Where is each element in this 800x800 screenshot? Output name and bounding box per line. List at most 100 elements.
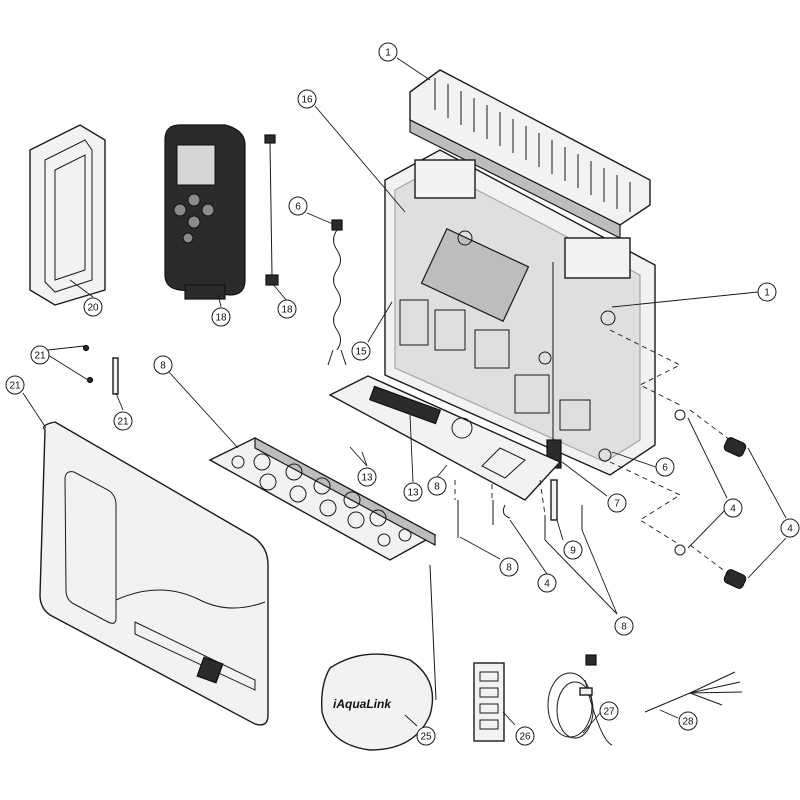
callout-label: 21 [117,417,129,428]
callout-label: 1 [764,288,770,299]
callout-label: 18 [215,313,227,324]
callout-circle [5,375,25,395]
circuit-board-part-26 [473,662,505,742]
callout-label: 8 [506,563,512,574]
antenna-part-25: iAquaLink [320,564,437,751]
callout-c9: 9 [563,540,583,560]
callout-label: 4 [544,579,550,590]
assembly-lines [454,329,731,576]
callout-c27: 27 [599,701,619,721]
callout-circle [723,498,743,518]
cable-coil-part-27 [547,654,613,746]
callout-c18-left: 18 [211,307,231,327]
callout-c28: 28 [678,711,698,731]
callout-c4-c: 4 [537,573,557,593]
callout-circle [563,540,583,560]
callout-label: 13 [361,473,373,484]
callout-circle [655,457,675,477]
callout-label: 6 [295,202,301,213]
ribbon-cable-part-18 [264,134,279,286]
callout-c21-cover: 21 [5,375,25,395]
main-enclosure [384,149,656,476]
aqualink-logo-text: iAquaLink [333,697,392,711]
callout-circle [427,476,447,496]
callout-c15: 15 [351,341,371,361]
callout-c21-top: 21 [30,345,50,365]
callout-circle [537,573,557,593]
callouts: 1 16 6 20 18 18 15 1 21 21 8 21 13 13 8 6 7 4 4 9 8 4 8 25 26 27 2… [5,42,800,746]
callout-label: 18 [281,305,293,316]
callout-label: 15 [355,347,367,358]
callout-c7: 7 [607,493,627,513]
callout-label: 21 [34,351,46,362]
callout-label: 20 [87,303,99,314]
callout-circle [288,196,308,216]
bezel-frame-part-20 [29,124,106,306]
callout-c4-b: 4 [780,518,800,538]
callout-label: 21 [9,381,21,392]
callout-circle [416,726,436,746]
callout-label: 25 [420,732,432,743]
callout-label: 26 [519,732,531,743]
callout-label: 4 [787,524,793,535]
callout-c6-right: 6 [655,457,675,477]
callout-c13-b: 13 [403,482,423,502]
wires-part-28 [644,671,743,713]
callout-circle [607,493,627,513]
callout-circle [113,411,133,431]
callout-c1-right: 1 [757,282,777,302]
callout-circle [30,345,50,365]
callout-c8-low: 8 [499,557,519,577]
leader-lines [22,57,787,734]
callout-circle [515,726,535,746]
callout-circle [403,482,423,502]
callout-label: 4 [730,504,736,515]
callout-label: 6 [662,463,668,474]
callout-c26: 26 [515,726,535,746]
callout-circle [378,42,398,62]
callout-c20: 20 [83,297,103,317]
callout-circle [83,297,103,317]
callout-c8-top: 8 [153,355,173,375]
callout-circle [757,282,777,302]
gland-plate-part-8 [208,436,437,561]
front-cover-part-21 [39,421,269,726]
callout-label: 8 [434,482,440,493]
callout-circle [211,307,231,327]
callout-circle [297,89,317,109]
callout-c4-a: 4 [723,498,743,518]
callout-c16: 16 [297,89,317,109]
callout-circle [499,557,519,577]
callout-c1-top: 1 [378,42,398,62]
callout-circle [153,355,173,375]
lid-part-1 [409,69,651,239]
callout-label: 9 [570,546,576,557]
callout-circle [351,341,371,361]
callout-label: 8 [621,622,627,633]
callout-c6-left: 6 [288,196,308,216]
callout-label: 7 [614,499,620,510]
callout-circle [599,701,619,721]
wire-harness-part-6 [327,219,347,366]
screws-part-8 [457,479,583,540]
callout-c25: 25 [416,726,436,746]
callout-label: 1 [385,48,391,59]
callout-c18-right: 18 [277,299,297,319]
callout-label: 8 [160,361,166,372]
screws-part-21 [82,344,119,395]
keypad-part-18 [164,124,246,300]
callout-label: 13 [407,488,419,499]
callout-c8-bottom: 8 [614,616,634,636]
callout-label: 28 [682,717,694,728]
terminal-plate [328,375,562,501]
callout-label: 27 [603,707,615,718]
callout-c8-mid: 8 [427,476,447,496]
callout-circle [614,616,634,636]
callout-circle [277,299,297,319]
callout-c21-small: 21 [113,411,133,431]
callout-circle [780,518,800,538]
callout-c13-a: 13 [357,467,377,487]
callout-circle [678,711,698,731]
callout-label: 16 [301,95,313,106]
